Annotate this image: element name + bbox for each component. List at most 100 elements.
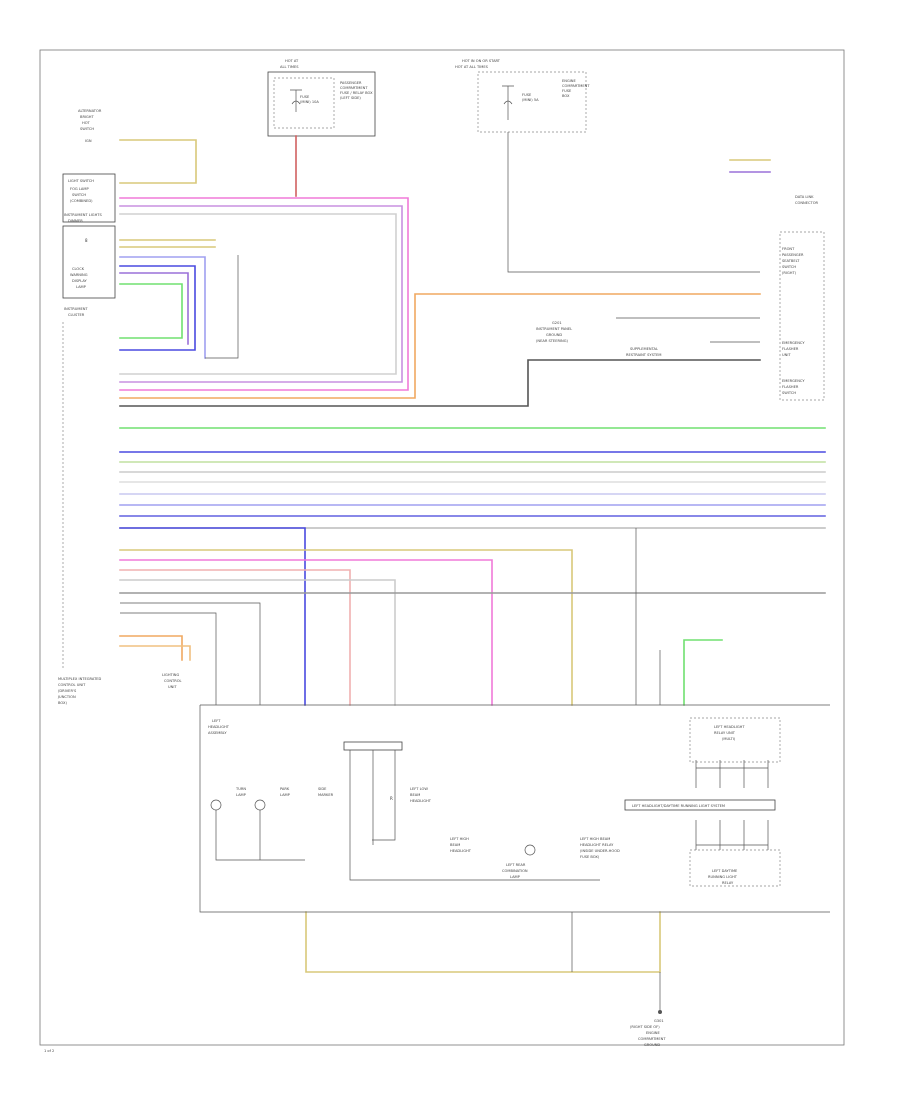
lamps-left-2: HEADLIGHT — [208, 725, 230, 729]
g301-3: ENGINE — [646, 1031, 660, 1035]
fuse-right-hot-label-2: HOT AT ALL TIMES — [455, 65, 489, 69]
light-switch-label-2: FOG LAMP — [70, 187, 89, 191]
rbb-2: RUNNING LIGHT — [708, 875, 738, 879]
g301-4: COMPARTMENT — [638, 1037, 666, 1041]
emergency-2: FLASHER — [782, 347, 799, 351]
clock-label-1: CLOCK — [72, 267, 85, 271]
dlc-label-1: DATA LINK — [795, 195, 814, 199]
hb-2: BEAM — [450, 843, 460, 847]
lc-3: PARK — [280, 787, 290, 791]
lc-5: SIDE — [318, 787, 327, 791]
fuse-box-right: HOT IN ON OR START HOT AT ALL TIMES FUSE… — [455, 59, 590, 133]
hb-1: LEFT HIGH — [450, 837, 469, 841]
ignition-label-1: ALTERNATOR — [78, 109, 102, 113]
g201-2: INSTRUMENT PANEL — [536, 327, 572, 331]
light-switch-module: LIGHT SWITCH FOG LAMP SWITCH (COMBINED) … — [62, 173, 116, 317]
rear-2: COMBINATION — [502, 869, 528, 873]
hbr-2: HEADLIGHT RELAY — [580, 843, 614, 847]
hbr-1: LEFT HIGH BEAM — [580, 837, 610, 841]
ground-bottom: G301 (RIGHT SIDE OF) ENGINE COMPARTMENT … — [630, 1010, 666, 1047]
g201-4: (NEAR STEERING) — [536, 339, 569, 343]
ignition-label-3: HOT — [82, 121, 91, 125]
rbt-3: (MULTI) — [722, 737, 736, 741]
front-harness-4: SWITCH — [782, 265, 796, 269]
emergency-1: EMERGENCY — [782, 341, 805, 345]
wires — [119, 132, 826, 1010]
ignition-switch: ALTERNATOR BRIGHT HOT SWITCH IGN — [78, 109, 102, 143]
front-harness-2: PASSENGER — [782, 253, 804, 257]
front-harness-5: (RIGHT) — [782, 271, 797, 275]
g301-1: G301 — [654, 1019, 664, 1023]
instr-lights-label-2: DIMMER — [68, 219, 83, 223]
ignition-label-4: SWITCH — [80, 127, 94, 131]
fuse-right-hot-label: HOT IN ON OR START — [462, 59, 501, 63]
fuse-left-desc-4: (LEFT SIDE) — [340, 96, 361, 100]
clock-label-4: LAMP — [76, 285, 87, 289]
cluster-label-1: INSTRUMENT — [64, 307, 88, 311]
light-switch-label-1: LIGHT SWITCH — [68, 179, 94, 183]
micu-1: MULTIPLEX INTEGRATED — [58, 677, 102, 681]
hl-center-3: HEADLIGHT — [410, 799, 432, 803]
lc-1: TURN — [235, 787, 246, 791]
fuse-left-desc-1: PASSENGER — [340, 81, 362, 85]
hl-unit-bar: LEFT HEADLIGHT/DAYTIME RUNNING LIGHT SYS… — [632, 804, 725, 808]
lamps-left-1: LEFT — [212, 719, 221, 723]
rear-1: LEFT REAR — [506, 863, 526, 867]
hbr-4: FUSE BOX) — [580, 855, 600, 859]
rbb-1: LEFT DAYTIME — [712, 869, 738, 873]
fuse-left-hot-label: HOT AT — [285, 59, 299, 63]
srs-2: RESTRAINT SYSTEM — [626, 353, 661, 357]
fuse-right-rating-2: (MINI) 5A — [522, 98, 539, 102]
front-harness-1: FRONT — [782, 247, 795, 251]
fuse-left-rating: FUSE — [300, 95, 310, 99]
lamps-left-3: ASSEMBLY — [208, 731, 227, 735]
fuse-left-desc-3: FUSE / RELAY BOX — [340, 91, 373, 95]
light-switch-label-4: (COMBINED) — [70, 199, 93, 203]
clock-label-3: DISPLAY — [72, 279, 88, 283]
ignition-label-2: BRIGHT — [80, 115, 95, 119]
rbb-3: RELAY — [722, 881, 734, 885]
diagram-border — [39, 49, 845, 1046]
micu-3: (DRIVER'S — [58, 689, 77, 693]
instr-lights-label-1: INSTRUMENT LIGHTS — [64, 213, 102, 217]
fuse-left-desc-2: COMPARTMENT — [340, 86, 368, 90]
bottom-module: MULTIPLEX INTEGRATED CONTROL UNIT (DRIVE… — [57, 673, 830, 913]
micu-4: JUNCTION — [57, 695, 76, 699]
hl-center-1: LEFT LOW — [410, 787, 428, 791]
lc-4: LAMP — [280, 793, 291, 797]
clock-label-2: WARNING — [70, 273, 88, 277]
fuse-right-desc-3: FUSE — [562, 89, 572, 93]
rear-3: LAMP — [510, 875, 521, 879]
relay-symbol: R — [390, 796, 393, 801]
fuse-right-desc-4: BOX — [562, 94, 570, 98]
emerg-switch-3: SWITCH — [782, 391, 796, 395]
light-switch-label-3: SWITCH — [72, 193, 86, 197]
dlc-label-2: CONNECTOR — [795, 201, 819, 205]
lc-6: MARKER — [318, 793, 334, 797]
lcu-1: LIGHTING — [162, 673, 179, 677]
lcu-3: UNIT — [168, 685, 177, 689]
emerg-switch-2: FLASHER — [782, 385, 799, 389]
page-number: 1 of 2 — [44, 1049, 54, 1053]
fuse-left-rating-2: (MINI) 10A — [300, 100, 319, 104]
emergency-3: UNIT — [782, 353, 791, 357]
fuse-right-desc-1: ENGINE — [562, 79, 576, 83]
hl-center-2: BEAM — [410, 793, 420, 797]
srs-1: SUPPLEMENTAL — [630, 347, 658, 351]
g201-3: GROUND — [546, 333, 562, 337]
fuse-left-hot-label-2: ALL TIMES — [280, 65, 299, 69]
micu-5: BOX) — [58, 701, 67, 705]
fuse-box-left: HOT AT ALL TIMES FUSE (MINI) 10A PASSENG… — [267, 59, 376, 137]
g301-5: GROUND — [644, 1043, 660, 1047]
right-components: FRONT PASSENGER SEATBELT SWITCH (RIGHT) … — [536, 159, 825, 401]
micu-2: CONTROL UNIT — [58, 683, 86, 687]
lc-2: LAMP — [236, 793, 247, 797]
hbr-3: (INSIDE UNDER-HOOD — [580, 849, 620, 853]
g201-1: G201 — [552, 321, 562, 325]
g301-2: (RIGHT SIDE OF) — [630, 1025, 660, 1029]
lcu-2: CONTROL — [164, 679, 182, 683]
rbt-2: RELAY UNIT — [714, 731, 736, 735]
emerg-switch-1: EMERGENCY — [782, 379, 805, 383]
front-harness-3: SEATBELT — [782, 259, 800, 263]
